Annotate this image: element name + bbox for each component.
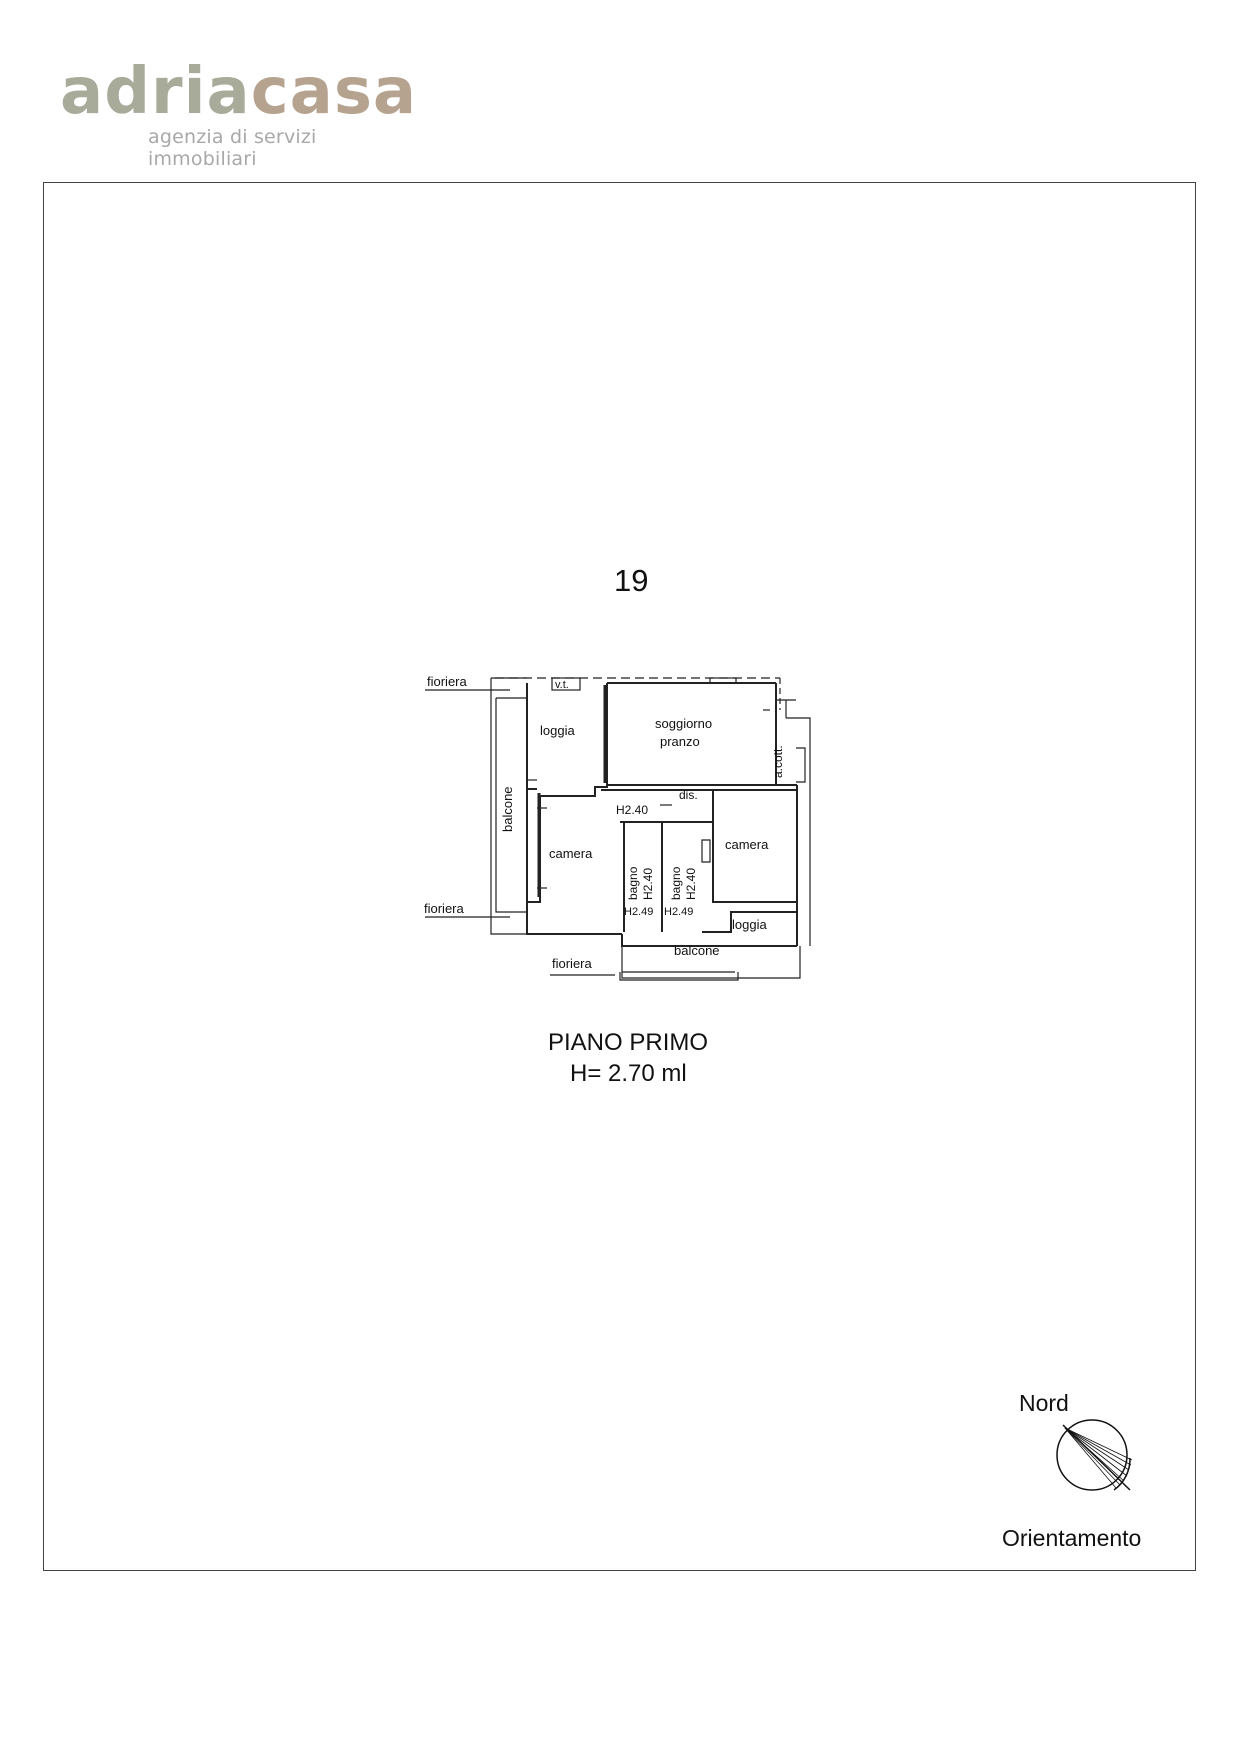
label-loggia-top: loggia [540, 723, 575, 738]
label-camera-right: camera [725, 837, 769, 852]
label-dis: dis. [679, 788, 698, 802]
plan-partitions [537, 685, 607, 897]
label-bagno-2: bagno [669, 866, 683, 900]
label-bagno-2-h: H2.40 [684, 868, 698, 900]
north-label: Nord [1019, 1390, 1069, 1416]
sheet-frame [43, 182, 1196, 1571]
agency-logo: adriacasa agenzia di servizi immobiliari [52, 36, 416, 170]
label-balcone-left: balcone [500, 786, 515, 832]
vt-box [551, 677, 581, 691]
fioriera-leaders [425, 689, 615, 976]
door-marks [527, 709, 770, 889]
unit-number: 19 [614, 563, 649, 598]
label-acott: a.cott. [771, 745, 785, 778]
floor-title: PIANO PRIMO [548, 1029, 709, 1056]
label-balcone-bottom: balcone [674, 943, 720, 958]
label-bagno-2-h2: H2.49 [664, 906, 693, 918]
orientation-label: Orientamento [1002, 1525, 1142, 1551]
label-camera-left: camera [549, 846, 593, 861]
label-fioriera-mid: fioriera [424, 901, 465, 916]
label-pranzo: pranzo [660, 734, 700, 749]
logo-word-adria: adria [60, 55, 251, 129]
label-soggiorno: soggiorno [655, 716, 712, 731]
plan-walls [526, 682, 798, 947]
label-bagno-1-h2: H2.49 [624, 906, 653, 918]
logo-tagline: agenzia di servizi immobiliari [148, 126, 317, 170]
label-h240-hall: H2.40 [616, 803, 648, 817]
acott-strip [776, 699, 811, 946]
label-loggia-bottom: loggia [732, 917, 767, 932]
label-fioriera-top: fioriera [427, 674, 468, 689]
floor-height: H= 2.70 ml [570, 1060, 687, 1087]
balcone-left [490, 677, 527, 935]
logo-word-casa: casa [250, 55, 418, 129]
label-fioriera-bottom: fioriera [552, 956, 593, 971]
logo-wordmark: adriacasa [60, 60, 417, 124]
label-vt: v.t. [555, 679, 569, 691]
label-bagno-1: bagno [626, 866, 640, 900]
north-arrow-icon [1056, 1419, 1133, 1491]
window-mark [709, 677, 737, 684]
label-bagno-1-h: H2.40 [641, 868, 655, 900]
balcone-bottom [619, 946, 801, 981]
